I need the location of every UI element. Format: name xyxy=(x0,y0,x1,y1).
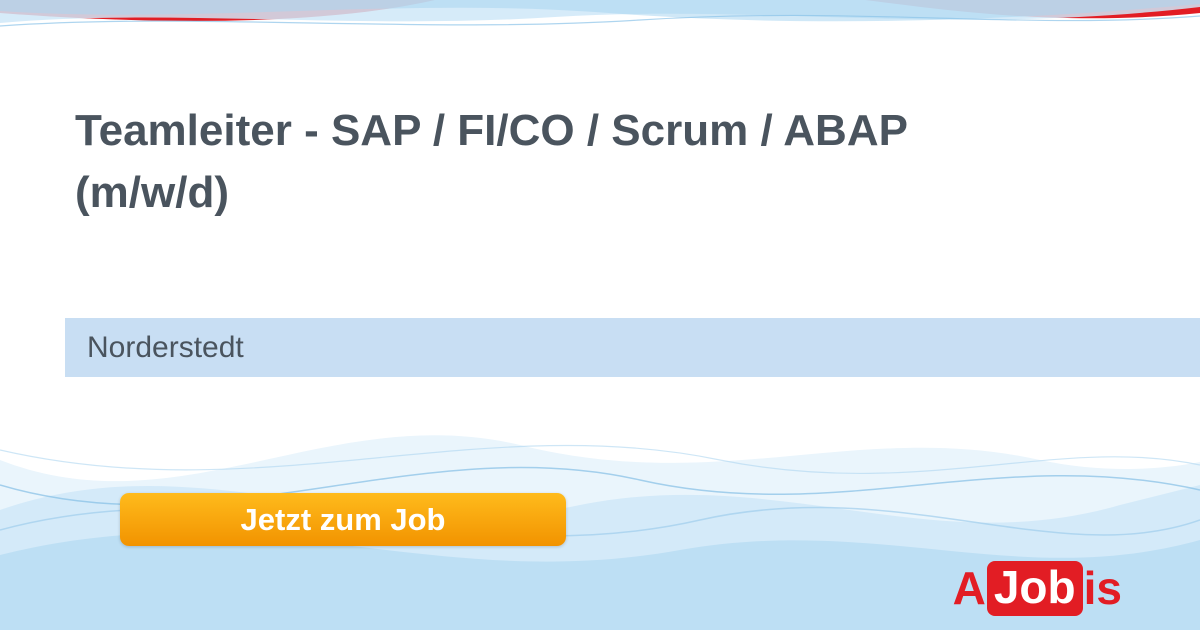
logo-prefix-letter: A xyxy=(952,562,986,615)
logo-suffix-letters: is xyxy=(1083,562,1122,615)
top-wave-decoration xyxy=(0,0,1200,27)
logo-highlight-box: Job xyxy=(986,561,1083,616)
location-bar: Norderstedt xyxy=(65,318,1200,377)
ajobis-logo: A Job is xyxy=(953,561,1122,616)
location-label: Norderstedt xyxy=(87,330,244,364)
job-title: Teamleiter - SAP / FI/CO / Scrum / ABAP … xyxy=(75,106,908,218)
job-cta-button[interactable]: Jetzt zum Job xyxy=(120,493,566,546)
